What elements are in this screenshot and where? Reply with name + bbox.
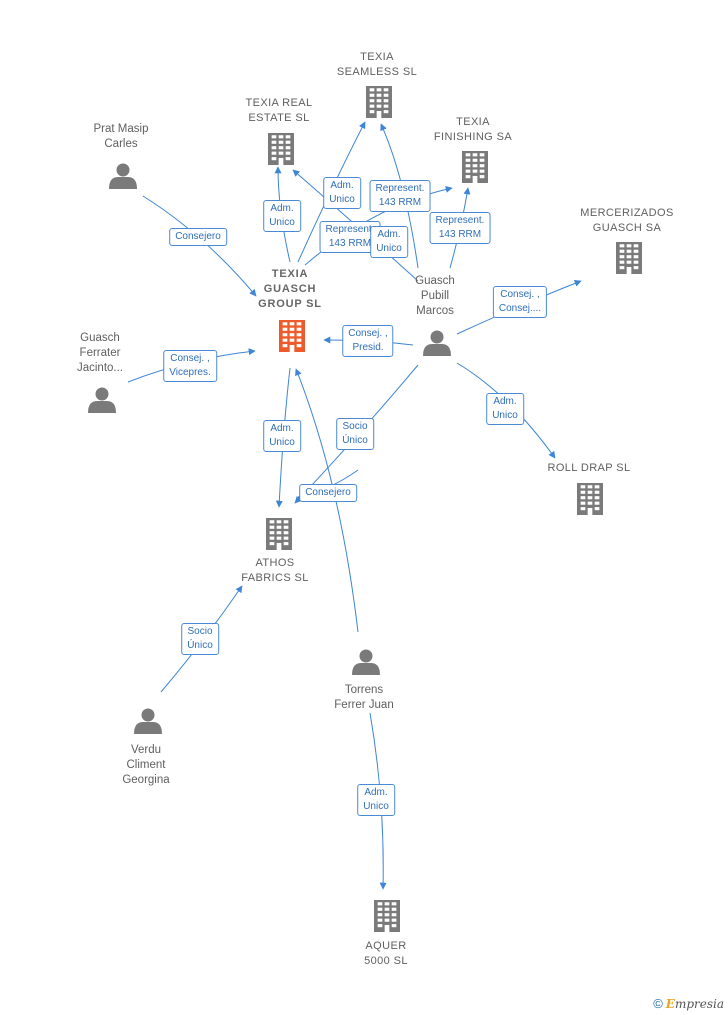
icons-layer xyxy=(88,86,642,932)
edge-label-e-group-seamless[interactable]: Adm.Unico xyxy=(323,177,361,209)
person-icon-torrens[interactable] xyxy=(352,649,380,676)
person-icon-guasch-pubill[interactable] xyxy=(423,330,451,357)
edge-label-e-gf-group[interactable]: Consej. ,Vicepres. xyxy=(163,350,217,382)
building-icon-athos[interactable] xyxy=(266,518,292,550)
edge-label-e-torrens-aquer[interactable]: Adm.Unico xyxy=(357,784,395,816)
building-icon-texia-group[interactable] xyxy=(279,320,305,352)
edge-label-e-gp-roll[interactable]: Adm.Unico xyxy=(486,393,524,425)
building-icon-texia-finishing[interactable] xyxy=(462,151,488,183)
building-icon-aquer[interactable] xyxy=(374,900,400,932)
edge-line xyxy=(142,195,257,297)
edge-label-e-gp-finishing[interactable]: Represent.143 RRM xyxy=(429,212,491,244)
brand-logo: Empresia xyxy=(665,996,724,1011)
edge-label-e-group-finishing[interactable]: Adm.Unico xyxy=(370,226,408,258)
footer-brand[interactable]: © Empresia xyxy=(653,996,724,1011)
edge-label-e-torrens-athos[interactable]: Consejero xyxy=(299,484,357,502)
person-icon-verdu[interactable] xyxy=(134,708,162,735)
node-label-roll-drap[interactable]: ROLL DRAP SL xyxy=(547,462,631,474)
building-icon-roll-drap[interactable] xyxy=(577,483,603,515)
edge-label-e-gp-group[interactable]: Consej. ,Presid. xyxy=(342,325,394,357)
person-icon-prat[interactable] xyxy=(109,163,137,190)
building-icon-mercerizados[interactable] xyxy=(616,242,642,274)
edge-label-e-prat-group[interactable]: Consejero xyxy=(169,228,227,246)
building-icon-texia-real[interactable] xyxy=(268,133,294,165)
person-icon-guasch-ferrater[interactable] xyxy=(88,387,116,414)
edge-label-e-gp-mercerizados[interactable]: Consej. ,Consej.... xyxy=(492,286,548,318)
edge-label-e-gp-seamless[interactable]: Represent.143 RRM xyxy=(369,180,431,212)
copyright-icon: © xyxy=(653,996,663,1011)
edge-label-e-group-athos[interactable]: Adm.Unico xyxy=(263,420,301,452)
edge-label-e-group-real[interactable]: Adm.Unico xyxy=(263,200,301,232)
edge-line xyxy=(292,169,419,282)
building-icon-texia-seamless[interactable] xyxy=(366,86,392,118)
